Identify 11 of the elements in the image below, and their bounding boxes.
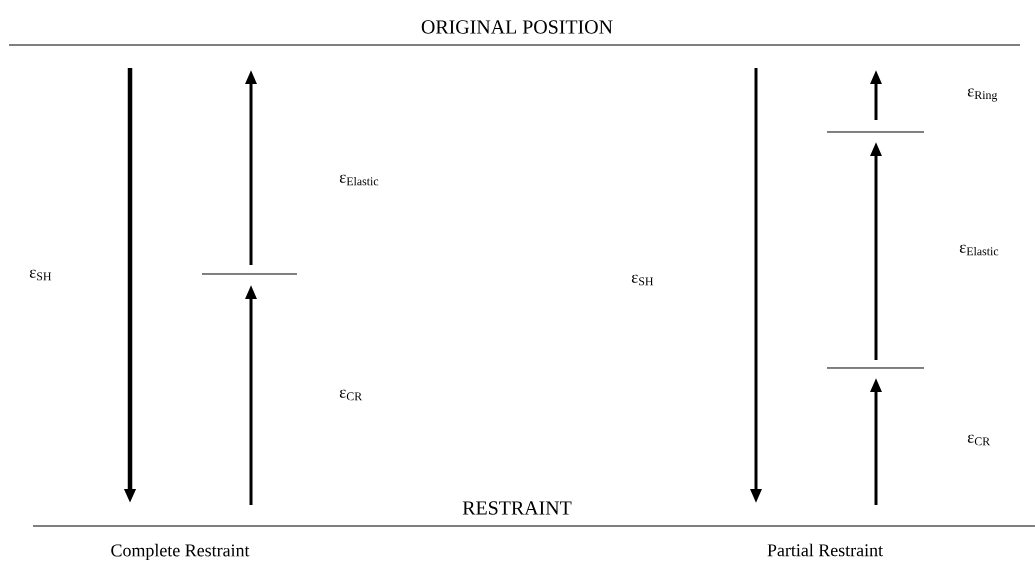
strain-label: ε$_{SH}$ — [29, 269, 52, 281]
strain-label: ε$_{CR}$ — [339, 389, 363, 401]
strain-label: ε$_{Elastic}$ — [959, 244, 999, 256]
position-label: ORIGINAL POSITION — [421, 20, 613, 34]
caption: Partial Restraint — [767, 543, 883, 557]
strain-label: ε$_{SH}$ — [631, 274, 654, 286]
caption: Complete Restraint — [111, 543, 250, 561]
position-label: RESTRAINT — [462, 501, 572, 515]
strain-label: ε$_{Elastic}$ — [339, 174, 379, 186]
strain-label: ε$_{CR}$ — [967, 434, 991, 446]
strain-label: ε$_{Ring}$ — [967, 88, 998, 102]
